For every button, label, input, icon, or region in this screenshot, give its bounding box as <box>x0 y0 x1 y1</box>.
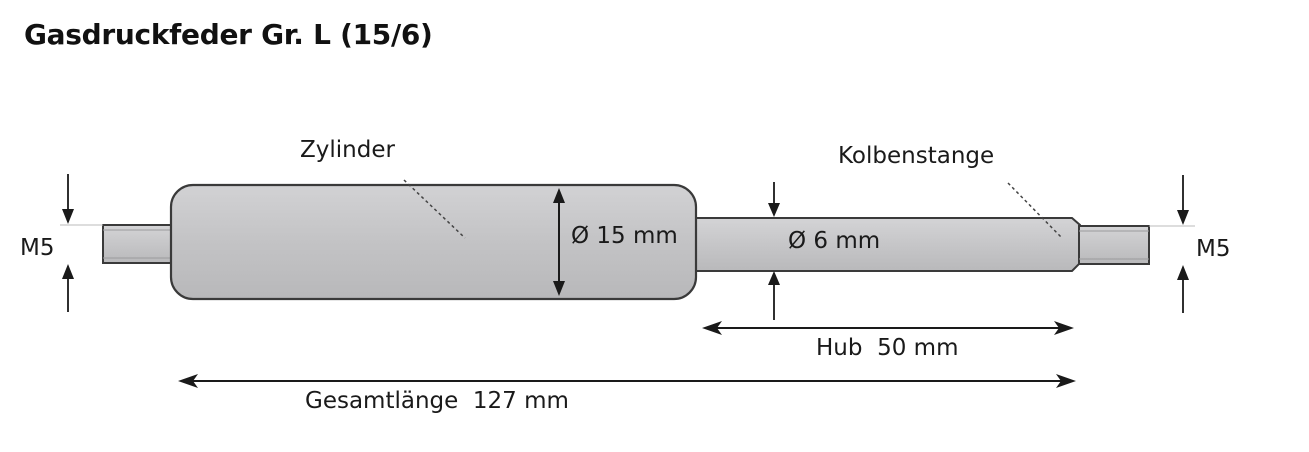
piston-rod-label: Kolbenstange <box>838 143 995 169</box>
total-length-label: Gesamtlänge 127 mm <box>305 388 569 414</box>
cylinder-label: Zylinder <box>300 137 395 163</box>
left-thread-label: M5 <box>20 235 55 261</box>
piston-rod <box>689 217 1081 272</box>
right-thread-arrows <box>1149 175 1195 313</box>
page-title: Gasdruckfeder Gr. L (15/6) <box>24 18 433 51</box>
cylinder-diameter-label: Ø 15 mm <box>571 223 678 249</box>
left-thread-arrows <box>60 174 103 312</box>
rod-diameter-arrows <box>768 182 780 320</box>
cylinder-leader-line <box>403 179 466 239</box>
stroke-dimension-arrow <box>702 321 1074 335</box>
rod-diameter-label: Ø 6 mm <box>788 228 881 254</box>
total-length-dimension-arrow <box>178 374 1076 388</box>
piston-rod-leader-line <box>1007 182 1063 239</box>
right-thread-label: M5 <box>1196 236 1231 262</box>
right-thread-stud <box>1078 225 1150 265</box>
cylinder-diameter-arrow <box>553 188 565 296</box>
cylinder-body <box>169 183 698 301</box>
left-thread-stud <box>102 224 174 264</box>
stroke-label: Hub 50 mm <box>816 335 959 361</box>
